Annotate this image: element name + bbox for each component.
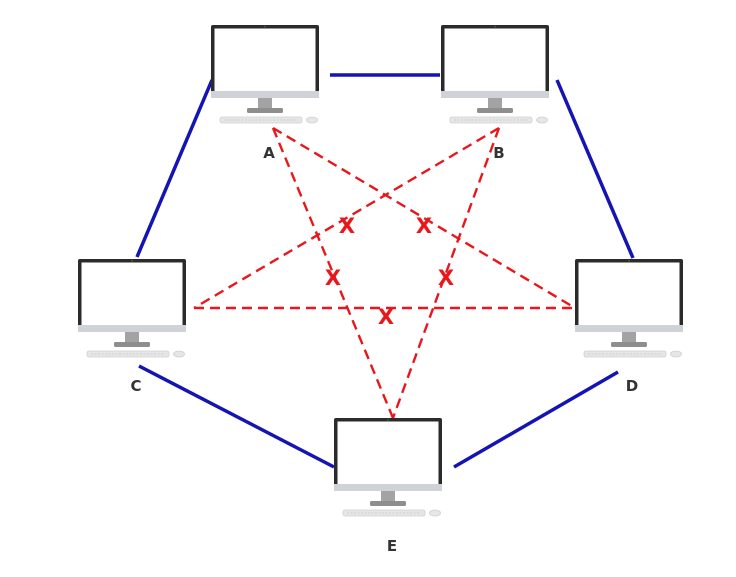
desktop-computer-icon — [77, 258, 187, 358]
node-c: C — [77, 258, 187, 395]
node-a: A — [210, 24, 320, 162]
broken-link-b-c — [193, 126, 500, 310]
node-e: E — [333, 417, 443, 555]
node-label: D — [626, 377, 638, 395]
node-label: B — [493, 144, 504, 162]
link-e-c — [138, 364, 335, 469]
node-label: E — [387, 537, 397, 555]
desktop-computer-icon — [574, 258, 684, 358]
x-mark: X — [378, 305, 394, 329]
link-d-e — [453, 370, 619, 469]
link-c-a — [135, 79, 214, 258]
node-label: C — [130, 377, 141, 395]
x-mark: X — [416, 214, 432, 238]
desktop-computer-icon — [210, 24, 320, 124]
x-mark: X — [325, 266, 341, 290]
node-d: D — [574, 258, 684, 395]
x-mark: X — [339, 214, 355, 238]
broken-link-a-e — [271, 127, 395, 419]
node-b: B — [440, 24, 550, 162]
x-mark: X — [438, 266, 454, 290]
node-label: A — [263, 144, 275, 162]
broken-link-a-d — [272, 126, 576, 310]
link-b-d — [555, 79, 635, 259]
desktop-computer-icon — [440, 24, 550, 124]
desktop-computer-icon — [333, 417, 443, 517]
broken-link-b-e — [391, 127, 501, 419]
